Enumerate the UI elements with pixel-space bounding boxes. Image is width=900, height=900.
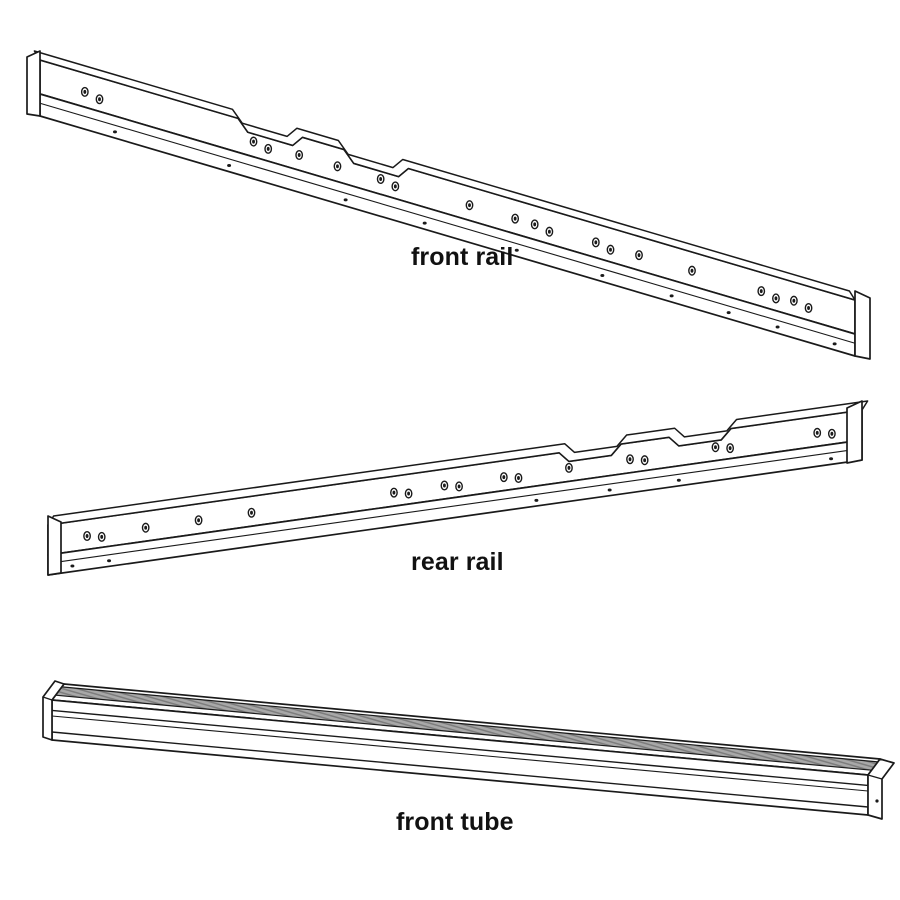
part-label-front-tube: front tube: [396, 808, 514, 836]
part-rear-rail: [47, 400, 869, 576]
part-label-front-rail: front rail: [411, 243, 514, 271]
part-front-tube: [42, 680, 895, 820]
part-front-rail: [26, 50, 871, 360]
part-label-rear-rail: rear rail: [411, 548, 504, 576]
